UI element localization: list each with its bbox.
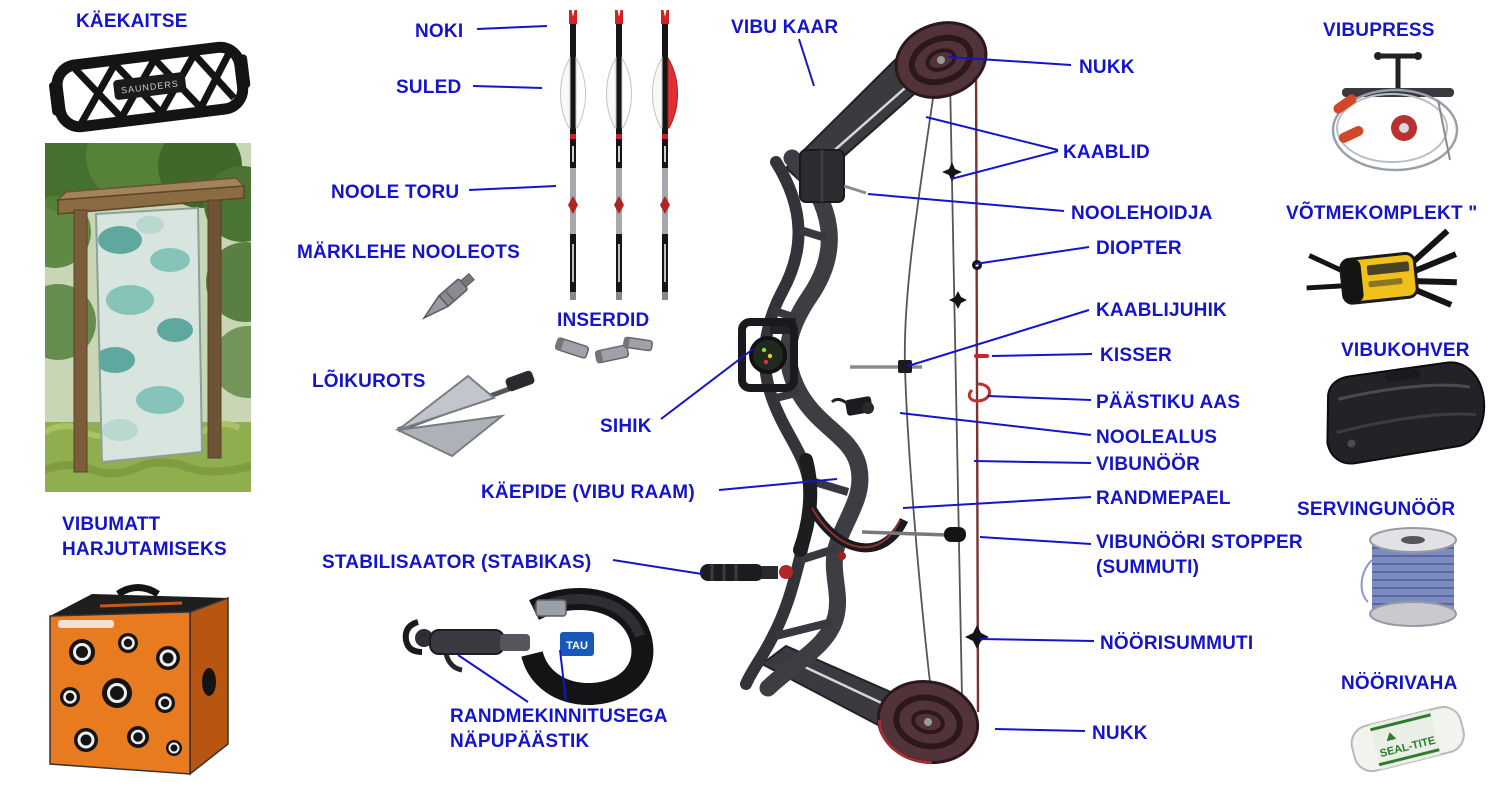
connector-noki xyxy=(476,25,548,30)
bow-cable-b xyxy=(903,84,936,701)
label-stabilisaator: STABILISAATOR (STABIKAS) xyxy=(322,552,592,573)
label-nukk-bottom: NUKK xyxy=(1092,723,1148,744)
serving-spool-image xyxy=(1360,527,1457,627)
foam-target-image xyxy=(49,584,229,776)
compound-bow-image xyxy=(700,21,991,765)
label-kaekaitse: KÄEKAITSE xyxy=(76,11,188,32)
cable-guard xyxy=(850,360,922,373)
label-vibunoori-stopper: VIBUNÖÖRI STOPPER (SUMMUTI) xyxy=(1096,530,1303,580)
label-kaepide: KÄEPIDE (VIBU RAAM) xyxy=(481,482,695,503)
label-vibupress: VIBUPRESS xyxy=(1323,20,1435,41)
connector-lines xyxy=(457,25,1095,732)
connector-diopter xyxy=(974,246,1090,265)
label-kaablijuhik: KAABLIJUHIK xyxy=(1096,300,1227,321)
label-loikurots: LÕIKUROTS xyxy=(312,371,426,392)
connector-noorisummuti xyxy=(979,638,1095,642)
d-loop xyxy=(967,382,991,403)
label-randmekinnitus-line2: NÄPUPÄÄSTIK xyxy=(450,731,590,752)
label-stopper-line1: VIBUNÖÖRI STOPPER xyxy=(1096,532,1303,553)
connector-kaepide xyxy=(718,478,838,491)
label-diopter: DIOPTER xyxy=(1096,238,1182,259)
top-cam xyxy=(894,21,988,99)
label-nukk-top: NUKK xyxy=(1079,57,1135,78)
connector-kaablid-2 xyxy=(950,150,1059,180)
label-kaablid: KAABLID xyxy=(1063,142,1150,163)
connector-stopper xyxy=(979,536,1092,545)
label-servingunoor: SERVINGUNÖÖR xyxy=(1297,499,1456,520)
connector-noolealus xyxy=(899,412,1092,436)
connector-suled xyxy=(472,85,543,89)
target-stand-photo xyxy=(45,143,251,492)
label-inserdid: INSERDID xyxy=(557,310,650,331)
connector-noolehoidja xyxy=(867,193,1065,212)
label-noorisummuti: NÖÖRISUMMUTI xyxy=(1100,633,1254,654)
label-votmekomplekt: VÕTMEKOMPLEKT " xyxy=(1286,203,1478,224)
label-noorivaha: NÖÖRIVAHA xyxy=(1341,673,1458,694)
connector-nukk-bottom xyxy=(994,728,1086,732)
label-sihik: SIHIK xyxy=(600,416,652,437)
label-vibumatt: VIBUMATT HARJUTAMISEKS xyxy=(62,512,227,562)
target-bullseyes xyxy=(60,633,182,756)
label-noki: NOKI xyxy=(415,21,464,42)
label-paastiku-aas: PÄÄSTIKU AAS xyxy=(1096,392,1241,413)
bottom-cam xyxy=(876,680,980,765)
connector-vibunoor xyxy=(973,460,1092,464)
label-randmepael: RANDMEPAEL xyxy=(1096,488,1231,509)
stabilizer xyxy=(700,564,793,581)
quiver-mount xyxy=(799,149,867,203)
connector-kaablijuhik xyxy=(907,309,1090,367)
label-vibumatt-line1: VIBUMATT xyxy=(62,514,161,535)
connector-noole-toru xyxy=(468,185,557,191)
label-noolealus: NOOLEALUS xyxy=(1096,427,1218,448)
release-aid-image: TAU xyxy=(402,587,654,705)
string-dampener xyxy=(965,625,989,649)
label-randmekinnitus-line1: RANDMEKINNITUSEGA xyxy=(450,706,668,727)
bow-case-image xyxy=(1326,361,1486,465)
field-point-image xyxy=(421,272,475,320)
label-vibumatt-line2: HARJUTAMISEKS xyxy=(62,539,227,560)
label-vibunoor: VIBUNÖÖR xyxy=(1096,454,1200,475)
broadhead-image xyxy=(394,370,535,458)
arrows-image xyxy=(560,10,678,300)
kisser-button xyxy=(974,354,989,358)
label-vibu-kaar: VIBU KAAR xyxy=(731,17,839,38)
cable-dampener-1 xyxy=(942,162,962,182)
string-wax-image: SEAL-TITE xyxy=(1350,705,1465,773)
label-randmekinnitus: RANDMEKINNITUSEGA NÄPUPÄÄSTIK xyxy=(450,704,668,754)
label-marklehe-nooleots: MÄRKLEHE NOOLEOTS xyxy=(297,242,520,263)
string-stopper xyxy=(861,527,966,542)
arrow-rest xyxy=(830,396,874,416)
armguard-image: SAUNDERS xyxy=(49,41,251,133)
connector-randme-2 xyxy=(559,649,567,703)
label-kisser: KISSER xyxy=(1100,345,1172,366)
label-noolehoidja: NOOLEHOIDJA xyxy=(1071,203,1213,224)
connector-randmepael xyxy=(902,496,1092,509)
connector-randme-1 xyxy=(457,654,529,703)
bow-sight xyxy=(738,318,798,392)
cable-dampener-2 xyxy=(949,291,967,309)
inserts-image xyxy=(554,336,653,364)
label-noole-toru: NOOLE TORU xyxy=(331,182,460,203)
label-vibukohver: VIBUKOHVER xyxy=(1341,340,1470,361)
connector-stabilisaator xyxy=(612,559,703,575)
label-suled: SULED xyxy=(396,77,462,98)
label-stopper-line2: (SUMMUTI) xyxy=(1096,557,1200,578)
connector-vibu-kaar xyxy=(798,38,815,87)
release-patch-text: TAU xyxy=(566,640,588,652)
allen-key-set-image xyxy=(1306,228,1458,308)
connector-kisser xyxy=(991,353,1093,357)
bow-press-image xyxy=(1331,52,1459,172)
connector-sihik xyxy=(660,348,754,420)
connector-paastiku-aas xyxy=(987,395,1092,401)
connector-nukk-top xyxy=(947,56,1072,66)
connector-kaablid-1 xyxy=(925,116,1059,151)
